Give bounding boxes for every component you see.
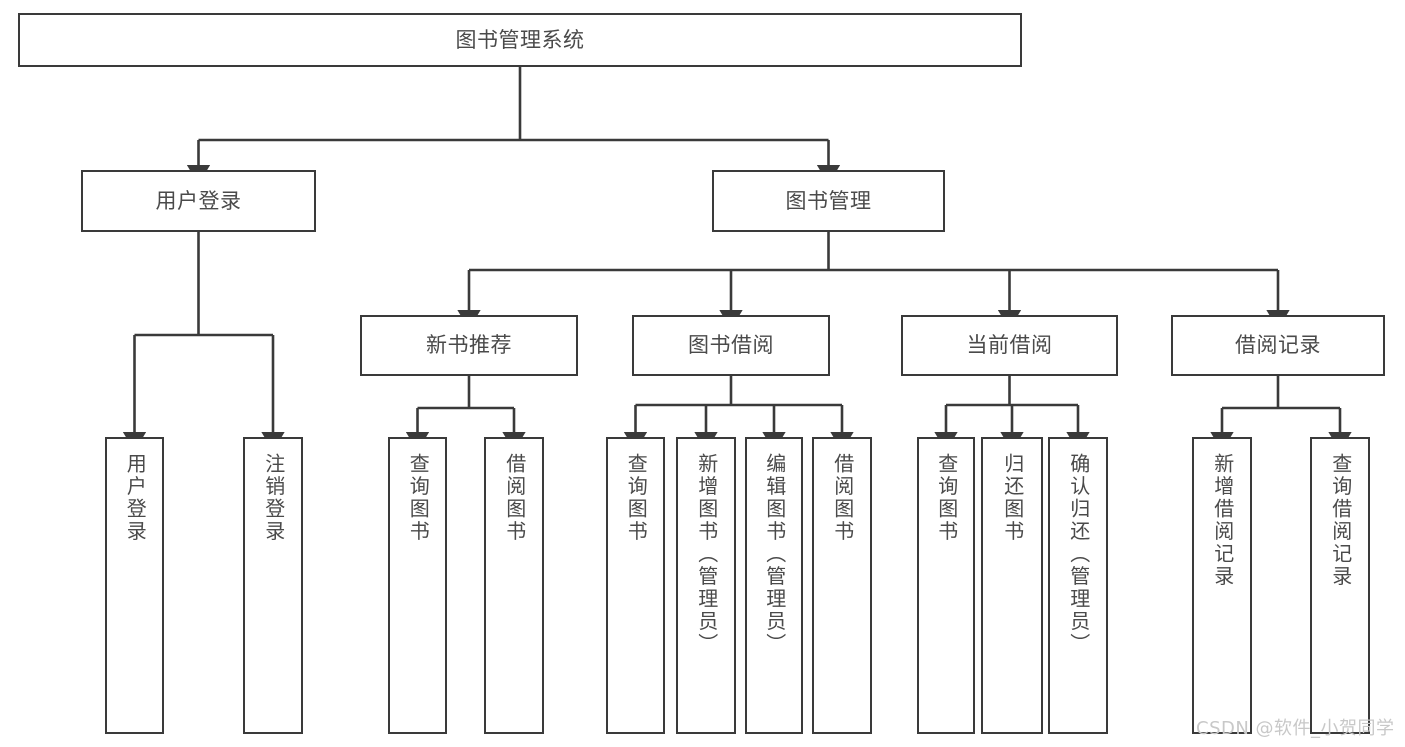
node-label: 图书管理	[785, 188, 872, 213]
node-label: 图书借阅	[688, 333, 774, 358]
node-label: 新书推荐	[426, 333, 512, 358]
node-label: 查询图书	[624, 453, 649, 543]
node-root[interactable]: 图书管理系统	[18, 13, 1022, 67]
connector-lines	[122, 67, 1352, 452]
node-leaf-query-3[interactable]: 查询图书	[917, 437, 975, 734]
node-label: 图书管理系统	[455, 27, 585, 52]
node-label: 归还图书	[1000, 453, 1025, 543]
node-label: 新增借阅记录	[1210, 453, 1235, 588]
node-label: 注销登录	[261, 453, 286, 543]
node-leaf-query-rec[interactable]: 查询借阅记录	[1310, 437, 1370, 734]
node-label: 借阅记录	[1235, 333, 1321, 358]
node-new-book-rec[interactable]: 新书推荐	[360, 315, 578, 376]
node-leaf-query-2[interactable]: 查询图书	[606, 437, 665, 734]
node-current-borrow[interactable]: 当前借阅	[901, 315, 1118, 376]
node-book-manage[interactable]: 图书管理	[712, 170, 945, 232]
node-label: 确认归还（管理员）	[1066, 453, 1091, 656]
node-leaf-return[interactable]: 归还图书	[981, 437, 1043, 734]
node-label: 查询图书	[934, 453, 959, 543]
node-label: 查询图书	[406, 453, 431, 543]
node-leaf-borrow-1[interactable]: 借阅图书	[484, 437, 544, 734]
node-label: 借阅图书	[502, 453, 527, 543]
node-label: 借阅图书	[830, 453, 855, 543]
node-leaf-add-rec[interactable]: 新增借阅记录	[1192, 437, 1252, 734]
node-label: 用户登录	[123, 453, 148, 543]
node-leaf-borrow-2[interactable]: 借阅图书	[812, 437, 872, 734]
node-label: 当前借阅	[966, 333, 1053, 358]
node-leaf-confirm[interactable]: 确认归还（管理员）	[1048, 437, 1108, 734]
node-label: 新增图书（管理员）	[694, 453, 719, 656]
node-book-borrow[interactable]: 图书借阅	[632, 315, 830, 376]
node-leaf-user-login[interactable]: 用户登录	[105, 437, 164, 734]
node-leaf-query-1[interactable]: 查询图书	[388, 437, 447, 734]
node-label: 查询借阅记录	[1328, 453, 1353, 588]
node-borrow-record[interactable]: 借阅记录	[1171, 315, 1385, 376]
node-leaf-add-book[interactable]: 新增图书（管理员）	[676, 437, 736, 734]
node-label: 编辑图书（管理员）	[762, 453, 787, 656]
node-leaf-logout[interactable]: 注销登录	[243, 437, 303, 734]
node-label: 用户登录	[155, 188, 242, 213]
node-leaf-edit-book[interactable]: 编辑图书（管理员）	[745, 437, 803, 734]
node-user-login[interactable]: 用户登录	[81, 170, 316, 232]
